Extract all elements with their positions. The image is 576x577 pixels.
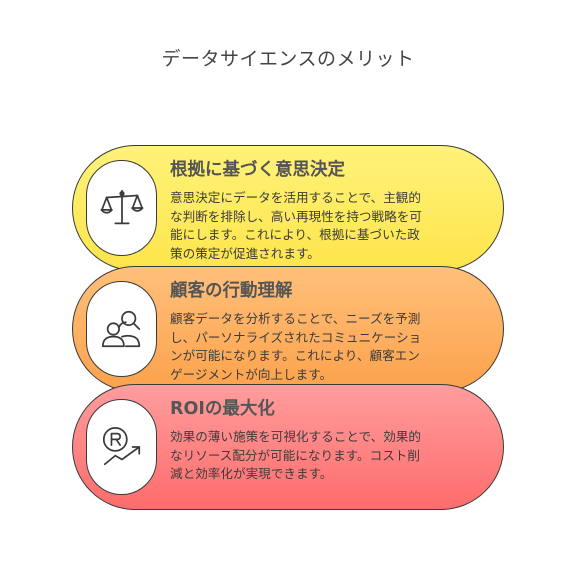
card-description: 顧客データを分析することで、ニーズを予測 し、パーソナライズされたコミュニケーシ… [170, 310, 480, 384]
desc-line: な判断を排除し、高い再現性を持つ戦略を可 [170, 208, 422, 224]
card-heading: ROIの最大化 [170, 399, 275, 419]
desc-line: 意思決定にデータを活用することで、主観的 [170, 190, 421, 205]
icon-badge [86, 399, 157, 495]
desc-line: 策の策定が促進されます。 [170, 245, 320, 261]
diagram-title: データサイエンスのメリット [161, 48, 415, 70]
icon-badge [86, 160, 157, 256]
card-description: 効果の薄い施策を可視化することで、効果的 なリソース配分が可能になります。コスト… [170, 428, 480, 484]
benefit-card-customer-behavior: 顧客の行動理解 顧客データを分析することで、ニーズを予測 し、パーソナライズされ… [72, 266, 504, 392]
desc-line: 減と効率化が実現できます。 [170, 466, 333, 482]
benefit-card-evidence-based-decision: 根拠に基づく意思決定 意思決定にデータを活用することで、主観的 な判断を排除し、… [72, 145, 504, 271]
desc-line: 能にします。これにより、根拠に基づいた政 [170, 227, 420, 243]
card-heading: 根拠に基づく意思決定 [170, 160, 345, 180]
icon-badge [86, 281, 157, 377]
desc-line: 顧客データを分析することで、ニーズを予測 [170, 311, 421, 326]
roi-growth-icon [102, 426, 140, 466]
desc-line: 効果の薄い施策を可視化することで、効果的 [170, 429, 421, 444]
card-description: 意思決定にデータを活用することで、主観的 な判断を排除し、高い再現性を持つ戦略を… [170, 189, 480, 263]
customer-search-icon [101, 310, 140, 348]
desc-line: ンが可能になります。これにより、顧客エン [170, 348, 420, 364]
desc-line: ゲージメントが向上します。 [170, 366, 333, 382]
desc-line: なリソース配分が可能になります。コスト削 [170, 447, 420, 463]
desc-line: し、パーソナライズされたコミュニケーショ [170, 329, 422, 345]
card-heading: 顧客の行動理解 [170, 281, 293, 301]
balance-scale-icon [100, 189, 143, 225]
benefit-card-roi-maximization: ROIの最大化 効果の薄い施策を可視化することで、効果的 なリソース配分が可能に… [72, 384, 504, 510]
